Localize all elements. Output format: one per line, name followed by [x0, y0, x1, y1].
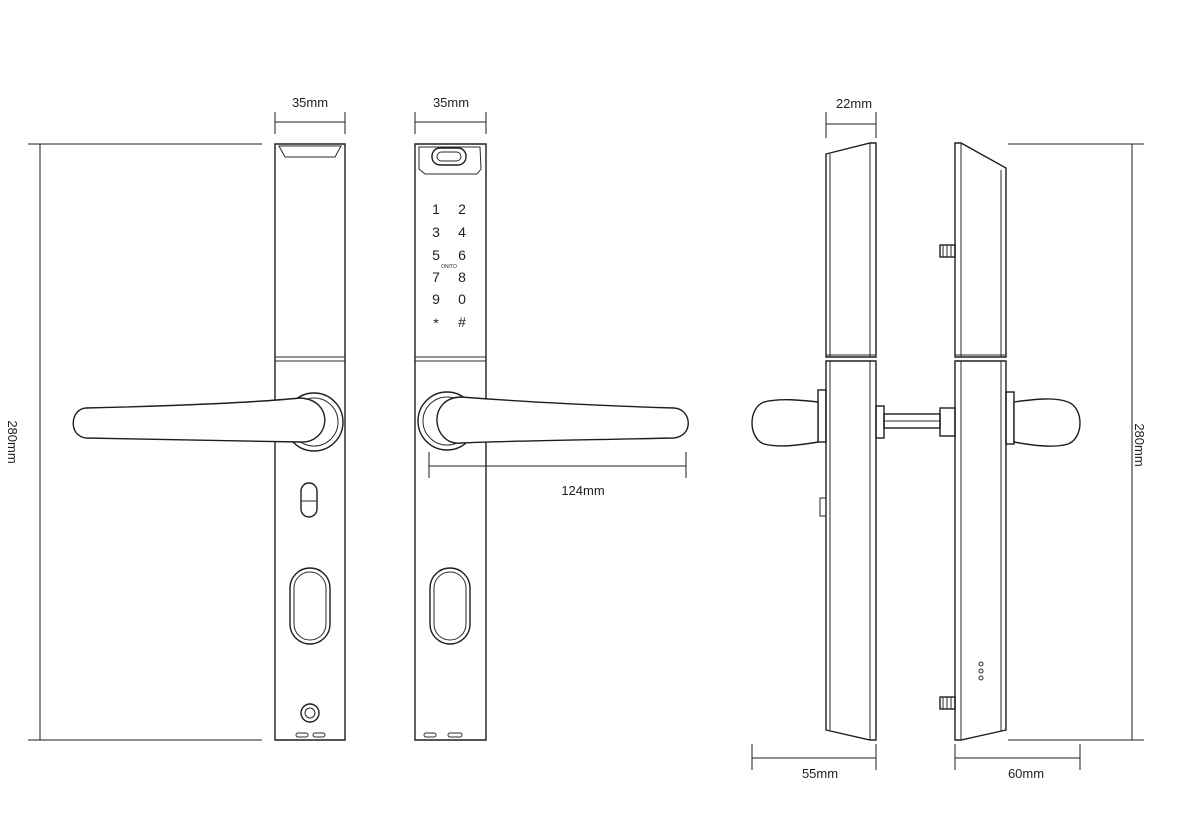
side-left-depth-dimension: 55mm: [751, 744, 877, 781]
key-7[interactable]: 7: [432, 269, 440, 285]
keypad-cylinder-cutout: [429, 567, 471, 645]
front-width-dimension: 35mm: [274, 95, 346, 134]
side-view-inside: 60mm: [939, 142, 1081, 781]
height-dimension-right: 280mm: [1008, 143, 1147, 741]
front-view: 35mm: [72, 95, 346, 741]
side-right-depth-label: 60mm: [1008, 766, 1044, 781]
fingerprint-sensor: [431, 147, 467, 166]
front-privacy-slot: [300, 482, 318, 518]
front-reset-button: [300, 703, 320, 723]
side-inside-body-lower: [954, 360, 1007, 741]
side-top-depth-label: 22mm: [836, 96, 872, 111]
key-0[interactable]: 0: [458, 291, 466, 307]
front-width-label: 35mm: [292, 95, 328, 110]
front-cylinder-cutout: [289, 567, 331, 645]
keypad-view: 35mm 1 2 3 4 5 6 ON/TO 7 8 9 0 * #: [414, 95, 689, 741]
side-view-outside: 22mm 55mm: [751, 96, 941, 781]
height-label-left: 280mm: [5, 420, 20, 463]
handle-length-label: 124mm: [561, 483, 604, 498]
side-left-depth-label: 55mm: [802, 766, 838, 781]
key-hash[interactable]: #: [458, 314, 466, 330]
side-handle-outside: [751, 399, 819, 447]
handle-length-dimension: 124mm: [428, 452, 687, 498]
side-body-upper: [825, 142, 877, 358]
keypad-keys: 1 2 3 4 5 6 ON/TO 7 8 9 0 * #: [432, 201, 466, 331]
side-inside-body-upper: [954, 142, 1007, 358]
keypad-small-label: ON/TO: [441, 264, 457, 270]
keypad-handle-lever: [436, 396, 689, 444]
side-top-dimension: 22mm: [825, 96, 877, 138]
height-dimension-left: 280mm: [5, 143, 262, 741]
front-plate: [274, 143, 346, 741]
side-right-depth-dimension: 60mm: [954, 744, 1081, 781]
keypad-width-label: 35mm: [433, 95, 469, 110]
side-body-lower: [825, 360, 877, 741]
key-3[interactable]: 3: [432, 224, 440, 240]
keypad-width-dimension: 35mm: [414, 95, 487, 134]
key-6[interactable]: 6: [458, 247, 466, 263]
front-handle-lever: [72, 397, 326, 443]
keypad-plate: [414, 143, 487, 741]
key-5[interactable]: 5: [432, 247, 440, 263]
key-star[interactable]: *: [433, 315, 439, 331]
key-9[interactable]: 9: [432, 291, 440, 307]
key-4[interactable]: 4: [458, 224, 466, 240]
key-8[interactable]: 8: [458, 269, 466, 285]
key-1[interactable]: 1: [432, 201, 440, 217]
height-label-right: 280mm: [1132, 423, 1147, 466]
side-handle-inside: [1013, 398, 1081, 447]
key-2[interactable]: 2: [458, 201, 466, 217]
